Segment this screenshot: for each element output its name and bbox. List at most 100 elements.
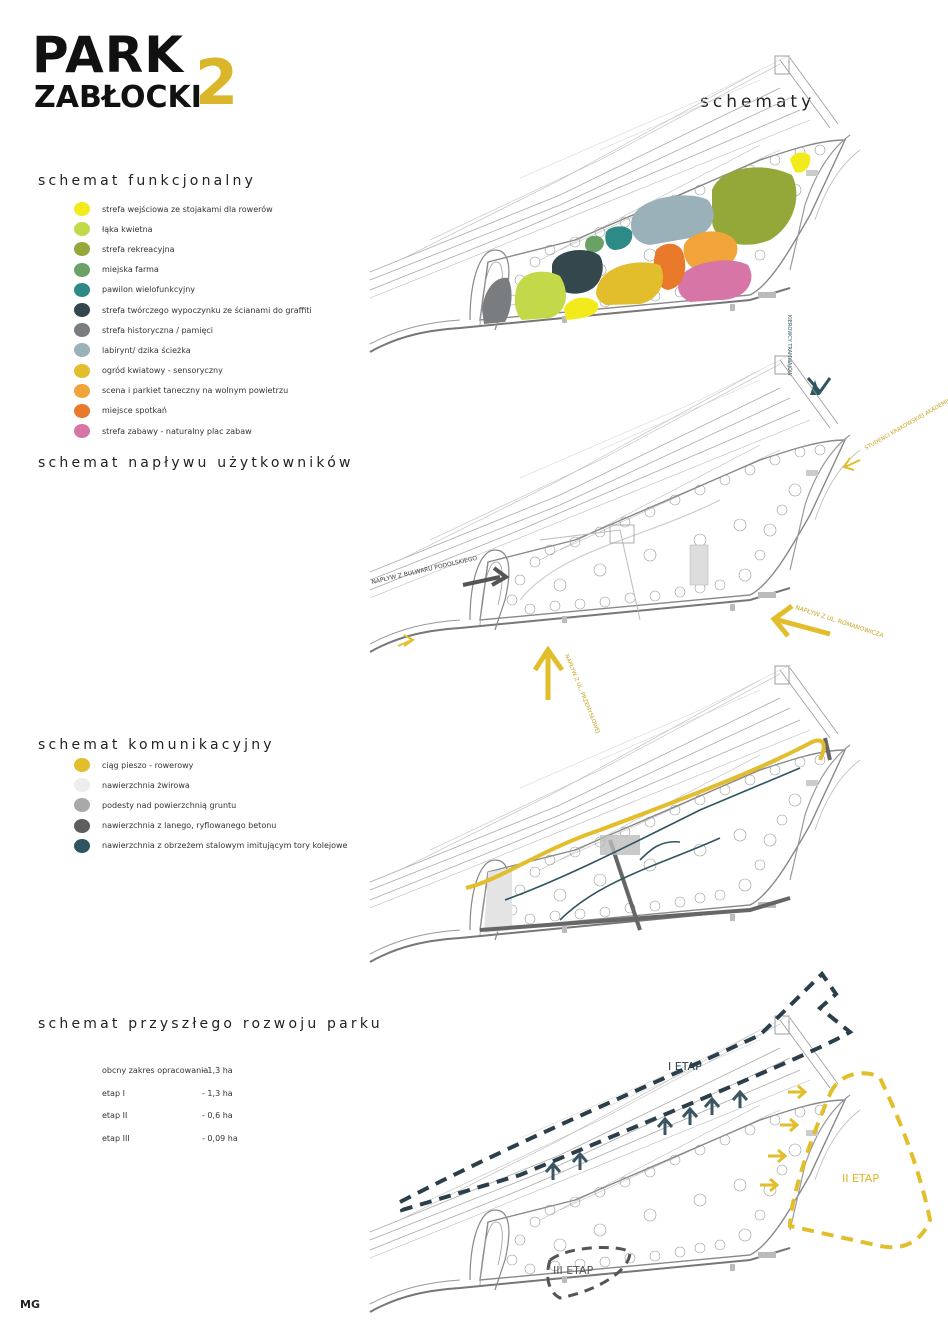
area-name: etap III — [102, 1133, 130, 1143]
gravel-area — [484, 868, 512, 933]
functional-legend-swatch — [74, 303, 90, 318]
label-studenci: STUDENCI KRAKOWSKIEJ AKADEMII — [864, 398, 948, 452]
area-name: etap I — [102, 1088, 125, 1098]
communication-legend-label: ciąg pieszo - rowerowy — [102, 760, 194, 770]
inflow-plan: NAPŁYW Z BULWARU PODOLSKIEGO NAPŁYW Z UL… — [369, 354, 948, 735]
functional-legend-item: labirynt/ dzika ścieżka — [74, 340, 312, 360]
zone-historic — [482, 277, 512, 324]
path-concrete-v2 — [823, 737, 832, 761]
development-plan: I ETAP II ETAP III ETAP — [369, 970, 933, 1313]
functional-zones — [482, 152, 811, 324]
path-concrete — [479, 896, 791, 932]
arrow-studenci — [844, 459, 861, 468]
communication-legend-label: nawierzchnia z lanego, ryflowanego beton… — [102, 821, 277, 831]
tram-drivers-arrow: KIEROWCY TRAMWAJÓW — [786, 315, 832, 395]
functional-legend-swatch — [74, 323, 90, 338]
page-title: schematy — [700, 92, 816, 112]
zone-entrance-bottom — [564, 297, 599, 320]
logo-number: 2 — [195, 46, 239, 119]
communication-legend-swatch — [74, 798, 90, 813]
communication-legend-item: ciąg pieszo - rowerowy — [74, 755, 347, 775]
functional-legend-label: miejsce spotkań — [102, 406, 167, 416]
communication-legend-swatch — [74, 778, 90, 793]
label-podolski: NAPŁYW Z BULWARU PODOLSKIEGO — [371, 555, 478, 586]
communication-title: schemat komunikacyjny — [38, 737, 275, 753]
functional-legend-label: łąka kwietna — [102, 224, 153, 234]
stage2-boundary — [787, 1071, 933, 1250]
author-initials: MG — [20, 1298, 40, 1311]
zone-graffiti — [552, 249, 603, 294]
functional-legend-swatch — [74, 383, 90, 398]
functional-legend-item: miejska farma — [74, 260, 312, 280]
communication-legend-item: nawierzchnia z lanego, ryflowanego beton… — [74, 816, 347, 836]
logo-line1: PARK — [32, 26, 184, 84]
zone-meadow — [514, 271, 566, 320]
communication-legend-label: nawierzchnia żwirowa — [102, 780, 190, 790]
arrow-podolski — [462, 575, 501, 587]
functional-legend-item: miejsce spotkań — [74, 401, 312, 421]
functional-legend-item: strefa zabawy - naturalny plac zabaw — [74, 421, 312, 441]
zone-pavilion — [605, 226, 633, 250]
functional-legend: strefa wejściowa ze stojakami dla roweró… — [74, 199, 312, 441]
stage1-label: I ETAP — [668, 1060, 702, 1073]
functional-legend-item: strefa twórczego wypoczynku ze ścianami … — [74, 300, 312, 320]
functional-legend-label: miejska farma — [102, 265, 159, 275]
label-romanowicza: NAPŁYW Z UL. ROMANOWICZA — [794, 604, 885, 639]
path-steel-2 — [559, 837, 721, 921]
label-przemyslowa: NAPŁYW Z UL. PRZEMYSŁOWEJ — [563, 654, 600, 735]
functional-legend-label: strefa rekreacyjna — [102, 244, 175, 254]
communication-plan — [369, 664, 861, 963]
inflow-arrows — [397, 457, 861, 700]
zone-garden — [596, 262, 664, 305]
path-steel-3 — [639, 840, 681, 861]
communication-legend-swatch — [74, 758, 90, 773]
functional-legend-swatch — [74, 202, 90, 217]
communication-legend-label: podesty nad powierzchnią gruntu — [102, 800, 237, 810]
path-bike — [465, 738, 826, 890]
functional-legend-item: strefa rekreacyjna — [74, 239, 312, 259]
functional-legend-swatch — [74, 403, 90, 418]
communication-legend-item: nawierzchnia żwirowa — [74, 775, 347, 795]
logo-line2: ZABŁOCKI — [34, 80, 202, 115]
functional-legend-label: strefa historyczna / pamięci — [102, 325, 214, 335]
functional-legend-swatch — [74, 222, 90, 237]
zone-entrance-right — [790, 152, 811, 173]
inflow-title: schemat napływu użytkowników — [38, 455, 354, 471]
functional-legend-item: strefa wejściowa ze stojakami dla roweró… — [74, 199, 312, 219]
area-value: - 0,6 ha — [202, 1111, 233, 1120]
functional-legend-swatch — [74, 424, 90, 439]
zone-recreation — [712, 167, 797, 245]
communication-legend-swatch — [74, 838, 90, 853]
stage3-boundary — [546, 1245, 632, 1300]
platform — [600, 835, 640, 855]
functional-plan: KIEROWCY TRAMWAJÓW — [369, 54, 861, 395]
arrow-bottom-left — [397, 639, 413, 647]
functional-legend-swatch — [74, 282, 90, 297]
communication-legend-item: podesty nad powierzchnią gruntu — [74, 795, 347, 815]
stage2-label: II ETAP — [842, 1172, 879, 1185]
communication-legend: ciąg pieszo - rowerowy nawierzchnia żwiro… — [74, 755, 347, 856]
functional-legend-item: ogród kwiatowy - sensoryczny — [74, 361, 312, 381]
zone-labyrinth — [630, 195, 714, 245]
area-value: - 1,3 ha — [202, 1088, 233, 1098]
arrow-romanowicza — [777, 617, 831, 637]
functional-legend-item: pawilon wielofunkcyjny — [74, 280, 312, 300]
functional-legend-label: strefa zabawy - naturalny plac zabaw — [102, 426, 252, 436]
zone-farm — [585, 235, 604, 253]
functional-legend-label: pawilon wielofunkcyjny — [102, 285, 196, 295]
kierowcy-label: KIEROWCY TRAMWAJÓW — [786, 315, 793, 376]
communication-legend-swatch — [74, 818, 90, 833]
functional-legend-item: strefa historyczna / pamięci — [74, 320, 312, 340]
communication-legend-label: nawierzchnia z obrzeżem stalowym imitują… — [102, 841, 348, 851]
area-value: - 0,09 ha — [202, 1133, 238, 1143]
functional-legend-swatch — [74, 262, 90, 277]
path-steel — [504, 767, 801, 901]
functional-legend-label: strefa twórczego wypoczynku ze ścianami … — [102, 305, 312, 315]
functional-legend-label: labirynt/ dzika ścieżka — [102, 345, 191, 355]
stage1-arrows — [544, 1089, 749, 1180]
functional-legend-label: ogród kwiatowy - sensoryczny — [102, 366, 223, 376]
stage2-arrows — [760, 1084, 808, 1193]
area-name: obcny zakres opracowania — [102, 1066, 209, 1075]
functional-legend-swatch — [74, 363, 90, 378]
